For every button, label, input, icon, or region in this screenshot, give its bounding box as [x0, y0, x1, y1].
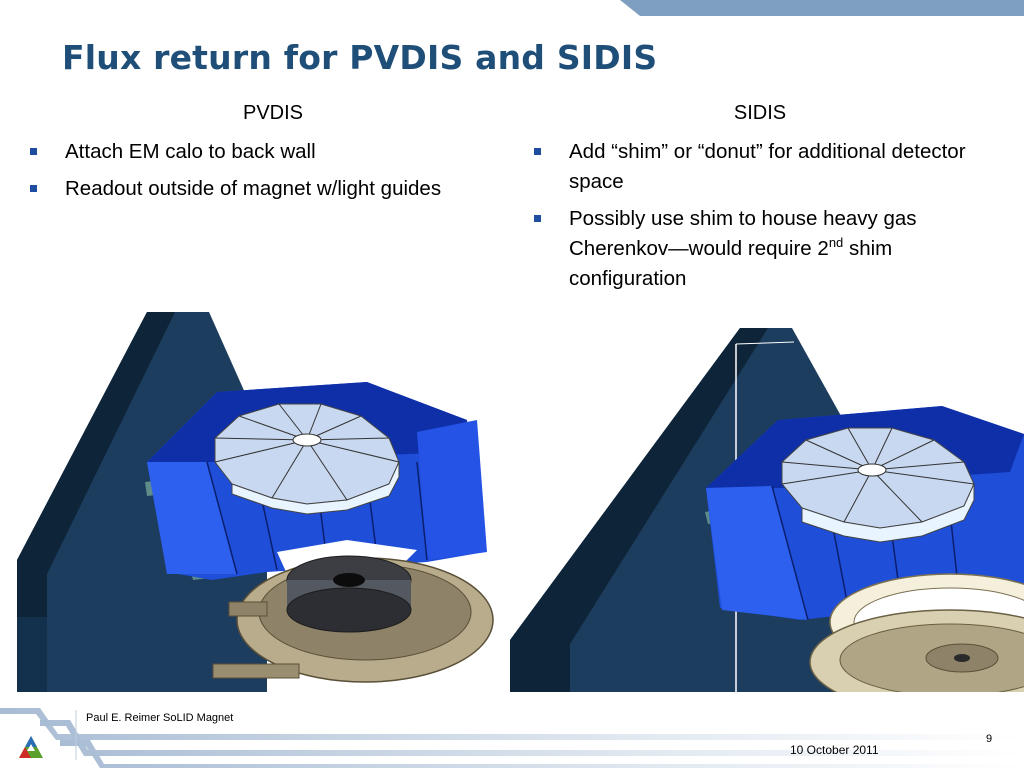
bullet-text: Possibly use shim to house heavy gas Che…: [569, 207, 917, 290]
header-accent-band: [620, 0, 1024, 16]
footer-date: 10 October 2011: [790, 743, 879, 757]
footer-accent-band: [0, 708, 1024, 768]
footer-author: Paul E. Reimer SoLID Magnet: [86, 712, 234, 724]
slide-title: Flux return for PVDIS and SIDIS: [62, 38, 658, 77]
sidis-heading: SIDIS: [733, 102, 787, 124]
pvdis-heading: PVDIS: [242, 102, 304, 124]
list-item: Readout outside of magnet w/light guides: [27, 174, 517, 204]
bullet-marker-icon: [534, 148, 541, 155]
bullet-marker-icon: [30, 185, 37, 192]
list-item: Possibly use shim to house heavy gas Che…: [531, 204, 971, 294]
bullet-text: Readout outside of magnet w/light guides: [65, 177, 442, 200]
argonne-logo-icon: [19, 736, 43, 758]
bullet-marker-icon: [534, 215, 541, 222]
page-number: 9: [986, 733, 993, 745]
pvdis-magnet-image: [17, 312, 494, 692]
bullet-marker-icon: [30, 148, 37, 155]
sidis-bullet-list: Add “shim” or “donut” for additional det…: [531, 137, 971, 301]
sidis-magnet-image: [510, 328, 1024, 692]
list-item: Attach EM calo to back wall: [27, 137, 517, 167]
pvdis-bullet-list: Attach EM calo to back wall Readout outs…: [27, 137, 517, 211]
superscript-text: nd: [828, 235, 844, 251]
list-item: Add “shim” or “donut” for additional det…: [531, 137, 971, 197]
bullet-text: Add “shim” or “donut” for additional det…: [569, 140, 966, 193]
bullet-text: Attach EM calo to back wall: [65, 140, 316, 163]
